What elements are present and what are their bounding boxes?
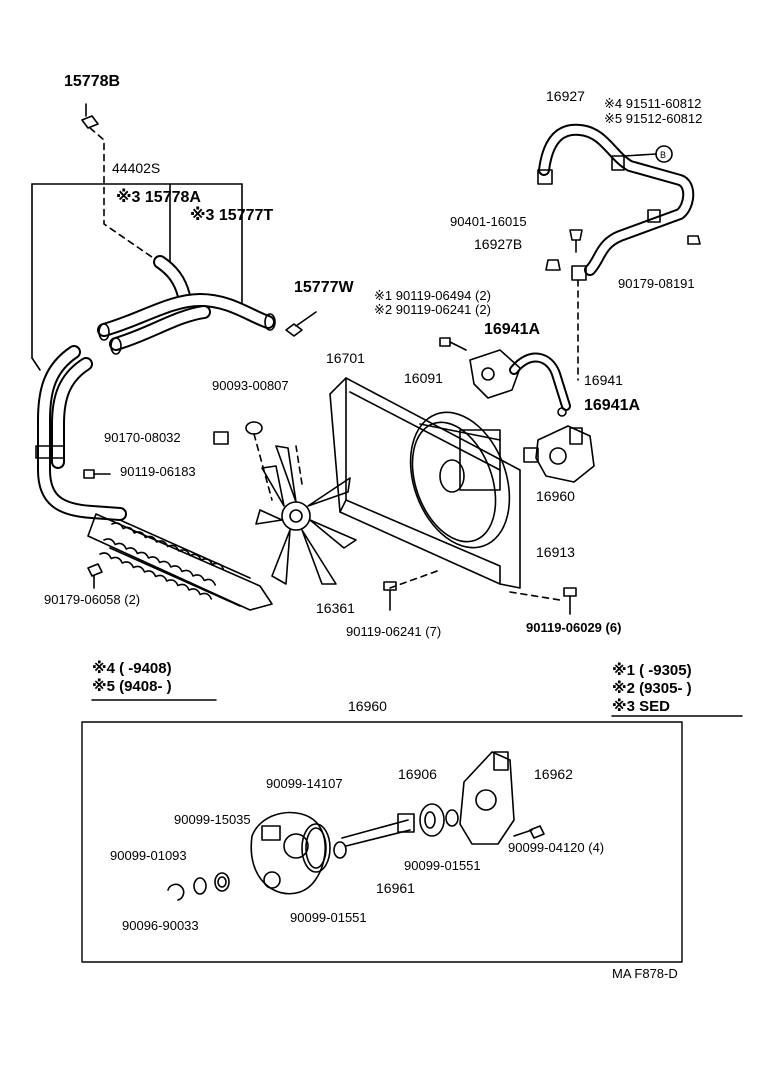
oil-cooler-hose-group [31,103,317,611]
part-label-90401-16015: 90401-16015 [450,214,527,229]
pipe-16941 [439,337,571,411]
legend-left: ※4 ( -9408) ※5 (9408- ) [92,660,172,696]
nut [213,431,229,445]
part-label-90099-15035: 90099-15035 [174,812,251,827]
part-label-90099-01551-a: 90099-01551 [404,858,481,873]
washer [245,421,263,435]
part-label-15778B: 15778B [64,73,121,90]
legend-right-row-1: ※1 ( -9305) [612,662,692,679]
part-label-90119-06183: 90119-06183 [120,464,196,479]
part-label-90119-06241-7: 90119-06241 (7) [346,624,442,639]
part-label-90096-90033: 90096-90033 [122,918,199,933]
part-label-90093-00807: 90093-00807 [212,378,289,393]
legend-right-row-2: ※2 (9305- ) [612,680,692,697]
part-label-16927B: 16927B [474,236,523,252]
exploded-view-box [81,721,683,963]
diagram-code: MA F878-D [612,966,678,981]
legend-left-row-5: ※5 (9408- ) [92,678,172,695]
part-label-16913: 16913 [536,544,575,560]
part-label-16962: 16962 [534,766,573,782]
cooling-fan [255,445,357,585]
part-label-16941: 16941 [584,372,623,388]
part-label-16941A-bottom: 16941A [584,397,641,414]
part-label-16961: 16961 [376,880,415,896]
part-label-90119-06494: ※1 90119-06494 (2) [374,288,491,303]
part-label-16960-top: 16960 [536,488,575,504]
part-label-90179-06058: 90179-06058 (2) [44,592,141,607]
part-label-15777W: 15777W [294,279,354,296]
exploded-pump-parts [167,751,545,901]
part-label-90170-08032: 90170-08032 [104,430,181,445]
part-label-90099-14107: 90099-14107 [266,776,343,791]
part-label-16091: 16091 [404,370,443,386]
part-label-91512-60812: ※5 91512-60812 [604,111,703,126]
part-label-16960-box: 16960 [348,698,387,714]
fan-shroud [329,377,521,589]
part-label-90099-01551-b: 90099-01551 [290,910,367,925]
part-label-90099-04120: 90099-04120 (4) [508,840,605,855]
legend-right: ※1 ( -9305) ※2 (9305- ) ※3 SED [612,662,692,716]
vane-pump-16960 [523,407,595,483]
part-label-16927: 16927 [546,88,585,104]
part-label-91511-60812: ※4 91511-60812 [604,96,702,111]
part-label-90099-01093: 90099-01093 [110,848,187,863]
legend-right-row-3: ※3 SED [612,698,670,715]
part-label-90119-06241-2: ※2 90119-06241 (2) [374,302,491,317]
part-label-16906: 16906 [398,766,437,782]
part-label-16941A-top: 16941A [484,321,541,338]
part-label-16701: 16701 [326,350,365,366]
svg-text:B: B [660,150,666,160]
part-label-90119-06029: 90119-06029 (6) [526,620,622,635]
part-label-15777T: ※3 15777T [190,207,274,224]
legend-left-row-4: ※4 ( -9408) [92,660,172,677]
part-label-90179-08191: 90179-08191 [618,276,695,291]
oil-cooler [87,513,273,611]
part-label-15778A: ※3 15778A [116,189,201,206]
pressure-hose-16927: B [537,123,701,381]
part-label-44402S: 44402S [112,160,161,176]
part-label-16361: 16361 [316,600,355,616]
